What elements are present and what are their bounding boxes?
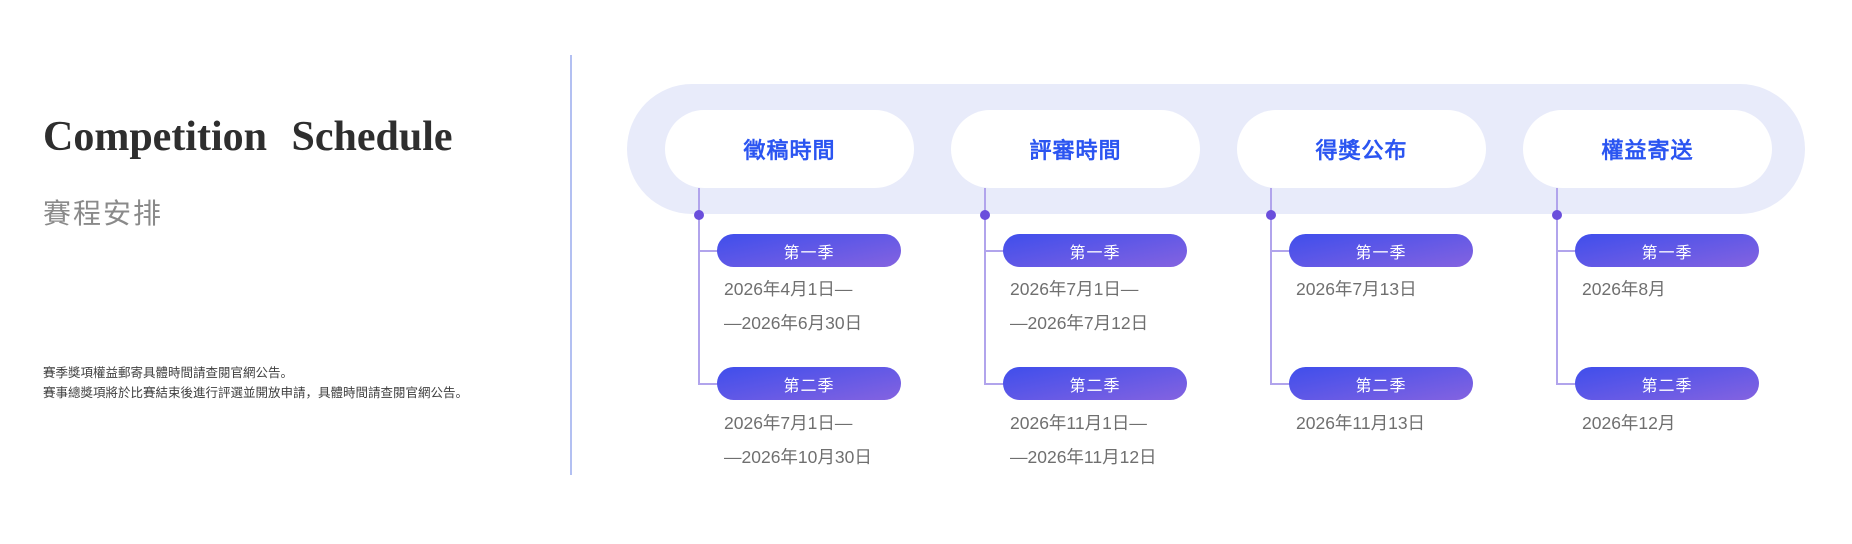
season-badge-label: 第一季 [1355, 244, 1407, 262]
timeline-dot [980, 210, 990, 220]
timeline-column-benefits: 第一季 2026年8月 第二季 2026年12月 [1523, 188, 1803, 528]
season-badge: 第一季 [717, 234, 901, 267]
page-title: Competition Schedule [43, 114, 453, 160]
season-badge-label: 第二季 [783, 377, 835, 395]
stage-pill-judging: 評審時間 [951, 110, 1200, 188]
connector-elbow [1271, 383, 1290, 385]
season-badge: 第一季 [1289, 234, 1473, 267]
season-badge-label: 第一季 [1641, 244, 1693, 262]
season-date: 2026年7月13日 [1296, 279, 1417, 299]
season-date: 2026年11月13日 [1296, 413, 1426, 433]
season-badge: 第二季 [1289, 367, 1473, 400]
connector-line [1270, 188, 1272, 385]
timeline-column-judging: 第一季 2026年7月1日— —2026年7月12日 第二季 2026年11月1… [951, 188, 1231, 528]
season-date: 2026年4月1日— —2026年6月30日 [724, 279, 863, 333]
footnote-line: 賽事總獎項將於比賽結束後進行評選並開放申請，具體時間請查閱官網公告。 [43, 386, 469, 401]
season-badge: 第二季 [717, 367, 901, 400]
season-date: 2026年11月1日— —2026年11月12日 [1010, 413, 1157, 467]
stage-pill-announcement: 得獎公布 [1237, 110, 1486, 188]
connector-elbow [1557, 250, 1576, 252]
connector-elbow [699, 383, 718, 385]
footnotes: 賽季獎項權益郵寄具體時間請查閱官網公告。 賽事總獎項將於比賽結束後進行評選並開放… [43, 363, 468, 404]
connector-elbow [985, 250, 1004, 252]
connector-elbow [1271, 250, 1290, 252]
connector-elbow [699, 250, 718, 252]
timeline-column-announcement: 第一季 2026年7月13日 第二季 2026年11月13日 [1237, 188, 1517, 528]
timeline-header-band: 徵稿時間 評審時間 得獎公布 權益寄送 [627, 84, 1805, 214]
connector-elbow [985, 383, 1004, 385]
timeline-dot [694, 210, 704, 220]
season-date: 2026年12月 [1582, 413, 1676, 433]
season-date: 2026年7月1日— —2026年7月12日 [1010, 279, 1149, 333]
season-badge-label: 第一季 [1069, 244, 1121, 262]
season-badge: 第一季 [1003, 234, 1187, 267]
stage-label: 徵稿時間 [743, 138, 836, 163]
connector-line [984, 188, 986, 385]
connector-elbow [1557, 383, 1576, 385]
season-badge: 第二季 [1003, 367, 1187, 400]
connector-line [698, 188, 700, 385]
stage-label: 權益寄送 [1601, 138, 1694, 163]
season-badge-label: 第一季 [783, 244, 835, 262]
season-badge-label: 第二季 [1641, 377, 1693, 395]
season-badge: 第二季 [1575, 367, 1759, 400]
vertical-divider [570, 55, 572, 475]
season-badge-label: 第二季 [1069, 377, 1121, 395]
stage-pill-benefits: 權益寄送 [1523, 110, 1772, 188]
season-badge: 第一季 [1575, 234, 1759, 267]
stage-label: 得獎公布 [1315, 138, 1408, 163]
stage-pill-submission: 徵稿時間 [665, 110, 914, 188]
season-date: 2026年7月1日— —2026年10月30日 [724, 413, 872, 467]
timeline-column-submission: 第一季 2026年4月1日— —2026年6月30日 第二季 2026年7月1日… [665, 188, 945, 528]
season-date: 2026年8月 [1582, 279, 1666, 299]
stage-label: 評審時間 [1029, 138, 1122, 163]
season-badge-label: 第二季 [1355, 377, 1407, 395]
connector-line [1556, 188, 1558, 385]
footnote-line: 賽季獎項權益郵寄具體時間請查閱官網公告。 [43, 366, 294, 380]
timeline-dot [1266, 210, 1276, 220]
timeline-dot [1552, 210, 1562, 220]
page-subtitle: 賽程安排 [43, 198, 164, 229]
